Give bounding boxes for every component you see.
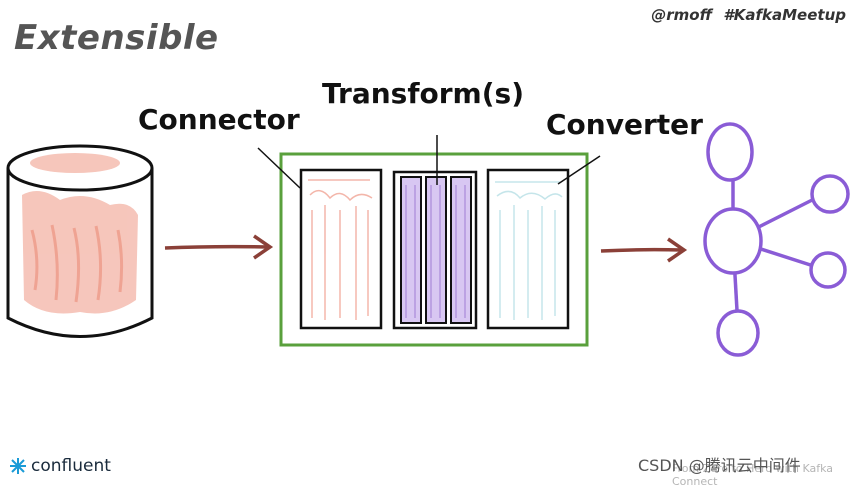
confluent-logo-icon [10, 458, 26, 474]
kafka-connect-frame [279, 152, 589, 347]
converter-label: Converter [546, 108, 703, 141]
connector-panel [299, 168, 383, 330]
connector-label: Connector [138, 103, 300, 136]
confluent-logo-text: confluent [31, 456, 111, 476]
converter-pointer [557, 155, 601, 185]
network-graph-icon [703, 122, 850, 357]
arrow-out-of-connect [600, 237, 688, 263]
database-cylinder-icon [6, 144, 154, 338]
converter-panel [486, 168, 570, 330]
csdn-watermark: CSDN @腾讯云中间件 [638, 456, 801, 475]
twitter-handle: @rmoff #KafkaMeetup [651, 6, 846, 24]
confluent-logo: confluent [8, 456, 111, 476]
connector-pointer [257, 147, 301, 189]
transform-label: Transform(s) [322, 77, 524, 110]
slide-title: Extensible [14, 18, 219, 58]
transform-panel [392, 170, 478, 330]
arrow-into-connect [164, 234, 274, 260]
